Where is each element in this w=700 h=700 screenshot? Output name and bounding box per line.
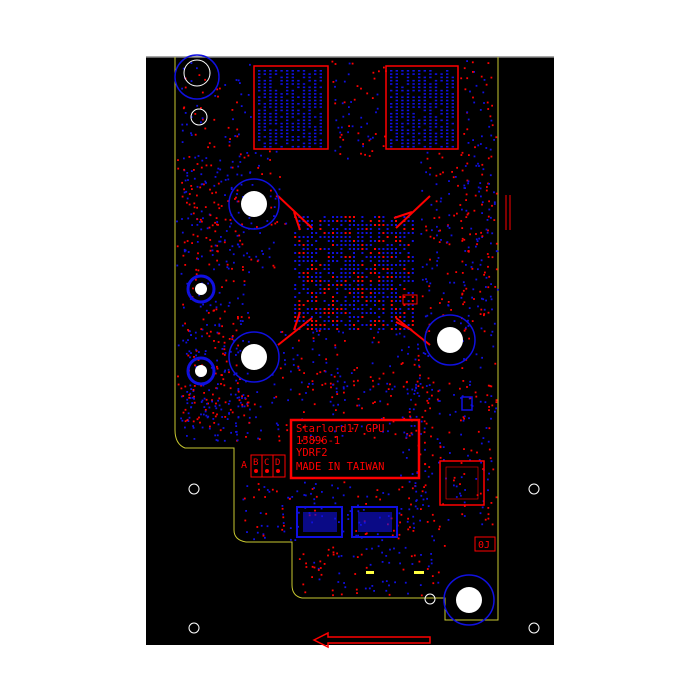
- memory-chip-left: [253, 65, 329, 150]
- board-canvas: [146, 57, 554, 645]
- small-component-right: [402, 294, 418, 305]
- silkscreen-label-box: [289, 418, 421, 480]
- silkscreen-line-1: Starlord17 GPU: [296, 423, 385, 435]
- board-outline: [174, 57, 499, 621]
- yellow-parts: [366, 571, 424, 574]
- left-arrow-icon: [312, 631, 431, 649]
- vrm-component-right: [351, 506, 398, 538]
- gpu-package-pads: [294, 216, 414, 330]
- memory-chip-right: [385, 65, 459, 150]
- component-label-box: [474, 536, 496, 552]
- mounting-hole-upper-left: [228, 178, 280, 230]
- mounting-hole-right: [424, 314, 476, 366]
- tooling-holes: [188, 483, 540, 634]
- component-label: 0J: [478, 540, 490, 551]
- mounting-hole-top-left: [174, 54, 220, 100]
- white-ring-small: [190, 108, 208, 126]
- blue-ring-pads: [186, 274, 216, 386]
- small-component-blue: [461, 396, 473, 411]
- test-point-label-d: D: [275, 458, 280, 468]
- silkscreen-line-2: 15896-1: [296, 435, 340, 447]
- silkscreen-line-4: MADE IN TAIWAN: [296, 461, 385, 473]
- mounting-hole-lower-left: [228, 331, 280, 383]
- gpu-corner-markers: [277, 195, 431, 346]
- silkscreen-line-3: YDRF2: [296, 447, 328, 459]
- test-point-label-c: C: [264, 458, 269, 468]
- mounting-hole-bottom-right: [443, 574, 495, 626]
- square-ic-inner-pad: [445, 466, 479, 500]
- square-ic-component: [439, 460, 485, 506]
- test-point-label-a: A: [241, 460, 247, 471]
- right-edge-connector: [505, 195, 511, 230]
- test-point-connector: A B C D: [241, 454, 286, 478]
- memory-chip-pads: [258, 70, 454, 148]
- vrm-component-left: [296, 506, 343, 538]
- test-point-label-b: B: [253, 458, 258, 468]
